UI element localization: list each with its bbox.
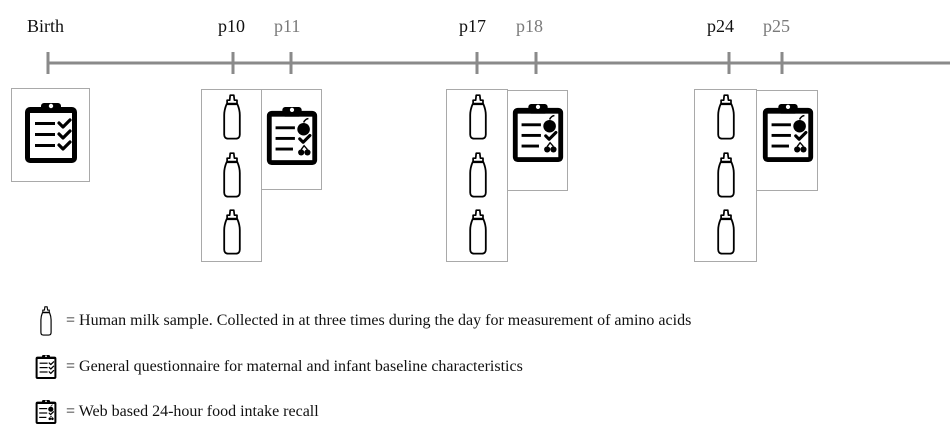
- p24-milk-samples-box: [694, 89, 757, 262]
- label-p17: p17: [459, 16, 486, 36]
- legend-food-text: = Web based 24-hour food intake recall: [66, 403, 319, 420]
- p25-food-recall-box: [756, 90, 818, 191]
- baby-bottle-icon: [222, 152, 242, 198]
- baby-bottle-icon: [468, 94, 488, 140]
- baby-bottle-icon: [468, 152, 488, 198]
- baby-bottle-icon: [468, 209, 488, 255]
- clipboard-food-icon: [509, 101, 567, 165]
- p17-milk-samples-box: [446, 89, 508, 262]
- baby-bottle-icon: [716, 209, 736, 255]
- legend-milk-row: = Human milk sample. Collected in at thr…: [32, 306, 691, 336]
- label-birth: Birth: [27, 16, 65, 36]
- clipboard-food-icon: [759, 101, 817, 165]
- label-p25: p25: [763, 16, 790, 36]
- timeline-axis: [46, 52, 950, 74]
- baby-bottle-icon: [222, 209, 242, 255]
- baby-bottle-icon: [222, 94, 242, 140]
- p10-milk-samples-box: [201, 89, 262, 262]
- clipboard-food-icon: [34, 399, 58, 425]
- clipboard-checklist-icon: [34, 354, 58, 380]
- clipboard-checklist-icon: [21, 99, 81, 167]
- baby-bottle-icon: [39, 306, 53, 336]
- label-p24: p24: [707, 16, 734, 36]
- birth-questionnaire-box: [11, 88, 90, 182]
- legend-milk-text: = Human milk sample. Collected in at thr…: [66, 312, 692, 329]
- legend-food-row: = Web based 24-hour food intake recall: [32, 397, 319, 427]
- legend-general-text: = General questionnaire for maternal and…: [66, 358, 523, 375]
- baby-bottle-icon: [716, 94, 736, 140]
- p18-food-recall-box: [507, 90, 568, 191]
- baby-bottle-icon: [716, 152, 736, 198]
- clipboard-food-icon: [263, 104, 321, 168]
- label-p10: p10: [218, 16, 245, 36]
- legend-general-row: = General questionnaire for maternal and…: [32, 352, 523, 382]
- label-p11: p11: [274, 16, 301, 36]
- p11-food-recall-box: [261, 89, 322, 190]
- label-p18: p18: [516, 16, 543, 36]
